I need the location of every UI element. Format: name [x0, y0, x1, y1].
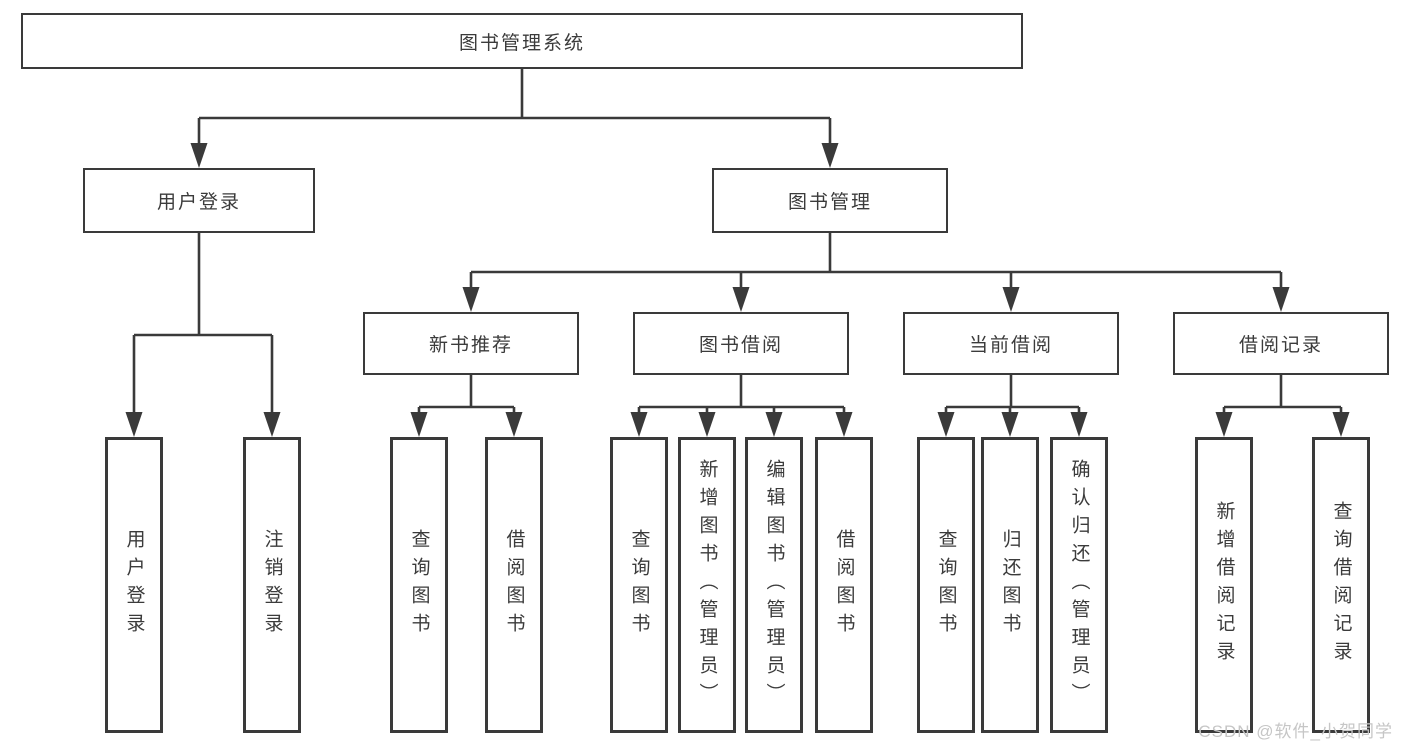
node-book-borrowing: 图书借阅	[633, 312, 849, 375]
leaf-user-login: 用户登录	[105, 437, 163, 733]
node-label: 借阅图书	[833, 529, 855, 641]
node-label: 查询图书	[408, 529, 430, 641]
leaf-rec-borrow-books: 借阅图书	[485, 437, 543, 733]
node-label: 查询图书	[935, 529, 957, 641]
leaf-rec-query-books: 查询图书	[390, 437, 448, 733]
leaf-cb-confirm-return-admin: 确认归还（管理员）	[1050, 437, 1108, 733]
node-new-book-recommendation: 新书推荐	[363, 312, 579, 375]
node-label: 图书管理	[787, 192, 872, 213]
watermark: CSDN @软件_小贺同学	[1198, 722, 1393, 741]
node-label: 图书借阅	[698, 335, 783, 356]
node-label: 确认归还（管理员）	[1068, 459, 1090, 711]
leaf-bb-edit-books-admin: 编辑图书（管理员）	[745, 437, 803, 733]
node-label: 新书推荐	[428, 335, 513, 356]
node-label: 查询借阅记录	[1330, 501, 1352, 669]
node-label: 用户登录	[123, 529, 145, 641]
node-library-management-system: 图书管理系统	[21, 13, 1023, 69]
leaf-bb-borrow-books: 借阅图书	[815, 437, 873, 733]
node-label: 编辑图书（管理员）	[763, 459, 785, 711]
leaf-br-add-record: 新增借阅记录	[1195, 437, 1253, 733]
node-label: 借阅记录	[1238, 335, 1323, 356]
node-label: 新增图书（管理员）	[696, 459, 718, 711]
node-label: 图书管理系统	[458, 32, 585, 54]
node-book-management: 图书管理	[712, 168, 948, 233]
node-label: 新增借阅记录	[1213, 501, 1235, 669]
node-label: 借阅图书	[503, 529, 525, 641]
node-label: 注销登录	[261, 529, 283, 641]
node-label: 用户登录	[156, 192, 241, 213]
leaf-bb-query-books: 查询图书	[610, 437, 668, 733]
leaf-cb-return-books: 归还图书	[981, 437, 1039, 733]
node-label: 当前借阅	[968, 335, 1053, 356]
node-label: 归还图书	[999, 529, 1021, 641]
leaf-logout-login: 注销登录	[243, 437, 301, 733]
node-label: 查询图书	[628, 529, 650, 641]
node-current-borrowing: 当前借阅	[903, 312, 1119, 375]
leaf-cb-query-books: 查询图书	[917, 437, 975, 733]
leaf-bb-add-books-admin: 新增图书（管理员）	[678, 437, 736, 733]
node-borrowing-records: 借阅记录	[1173, 312, 1389, 375]
leaf-br-query-record: 查询借阅记录	[1312, 437, 1370, 733]
node-user-login: 用户登录	[83, 168, 315, 233]
